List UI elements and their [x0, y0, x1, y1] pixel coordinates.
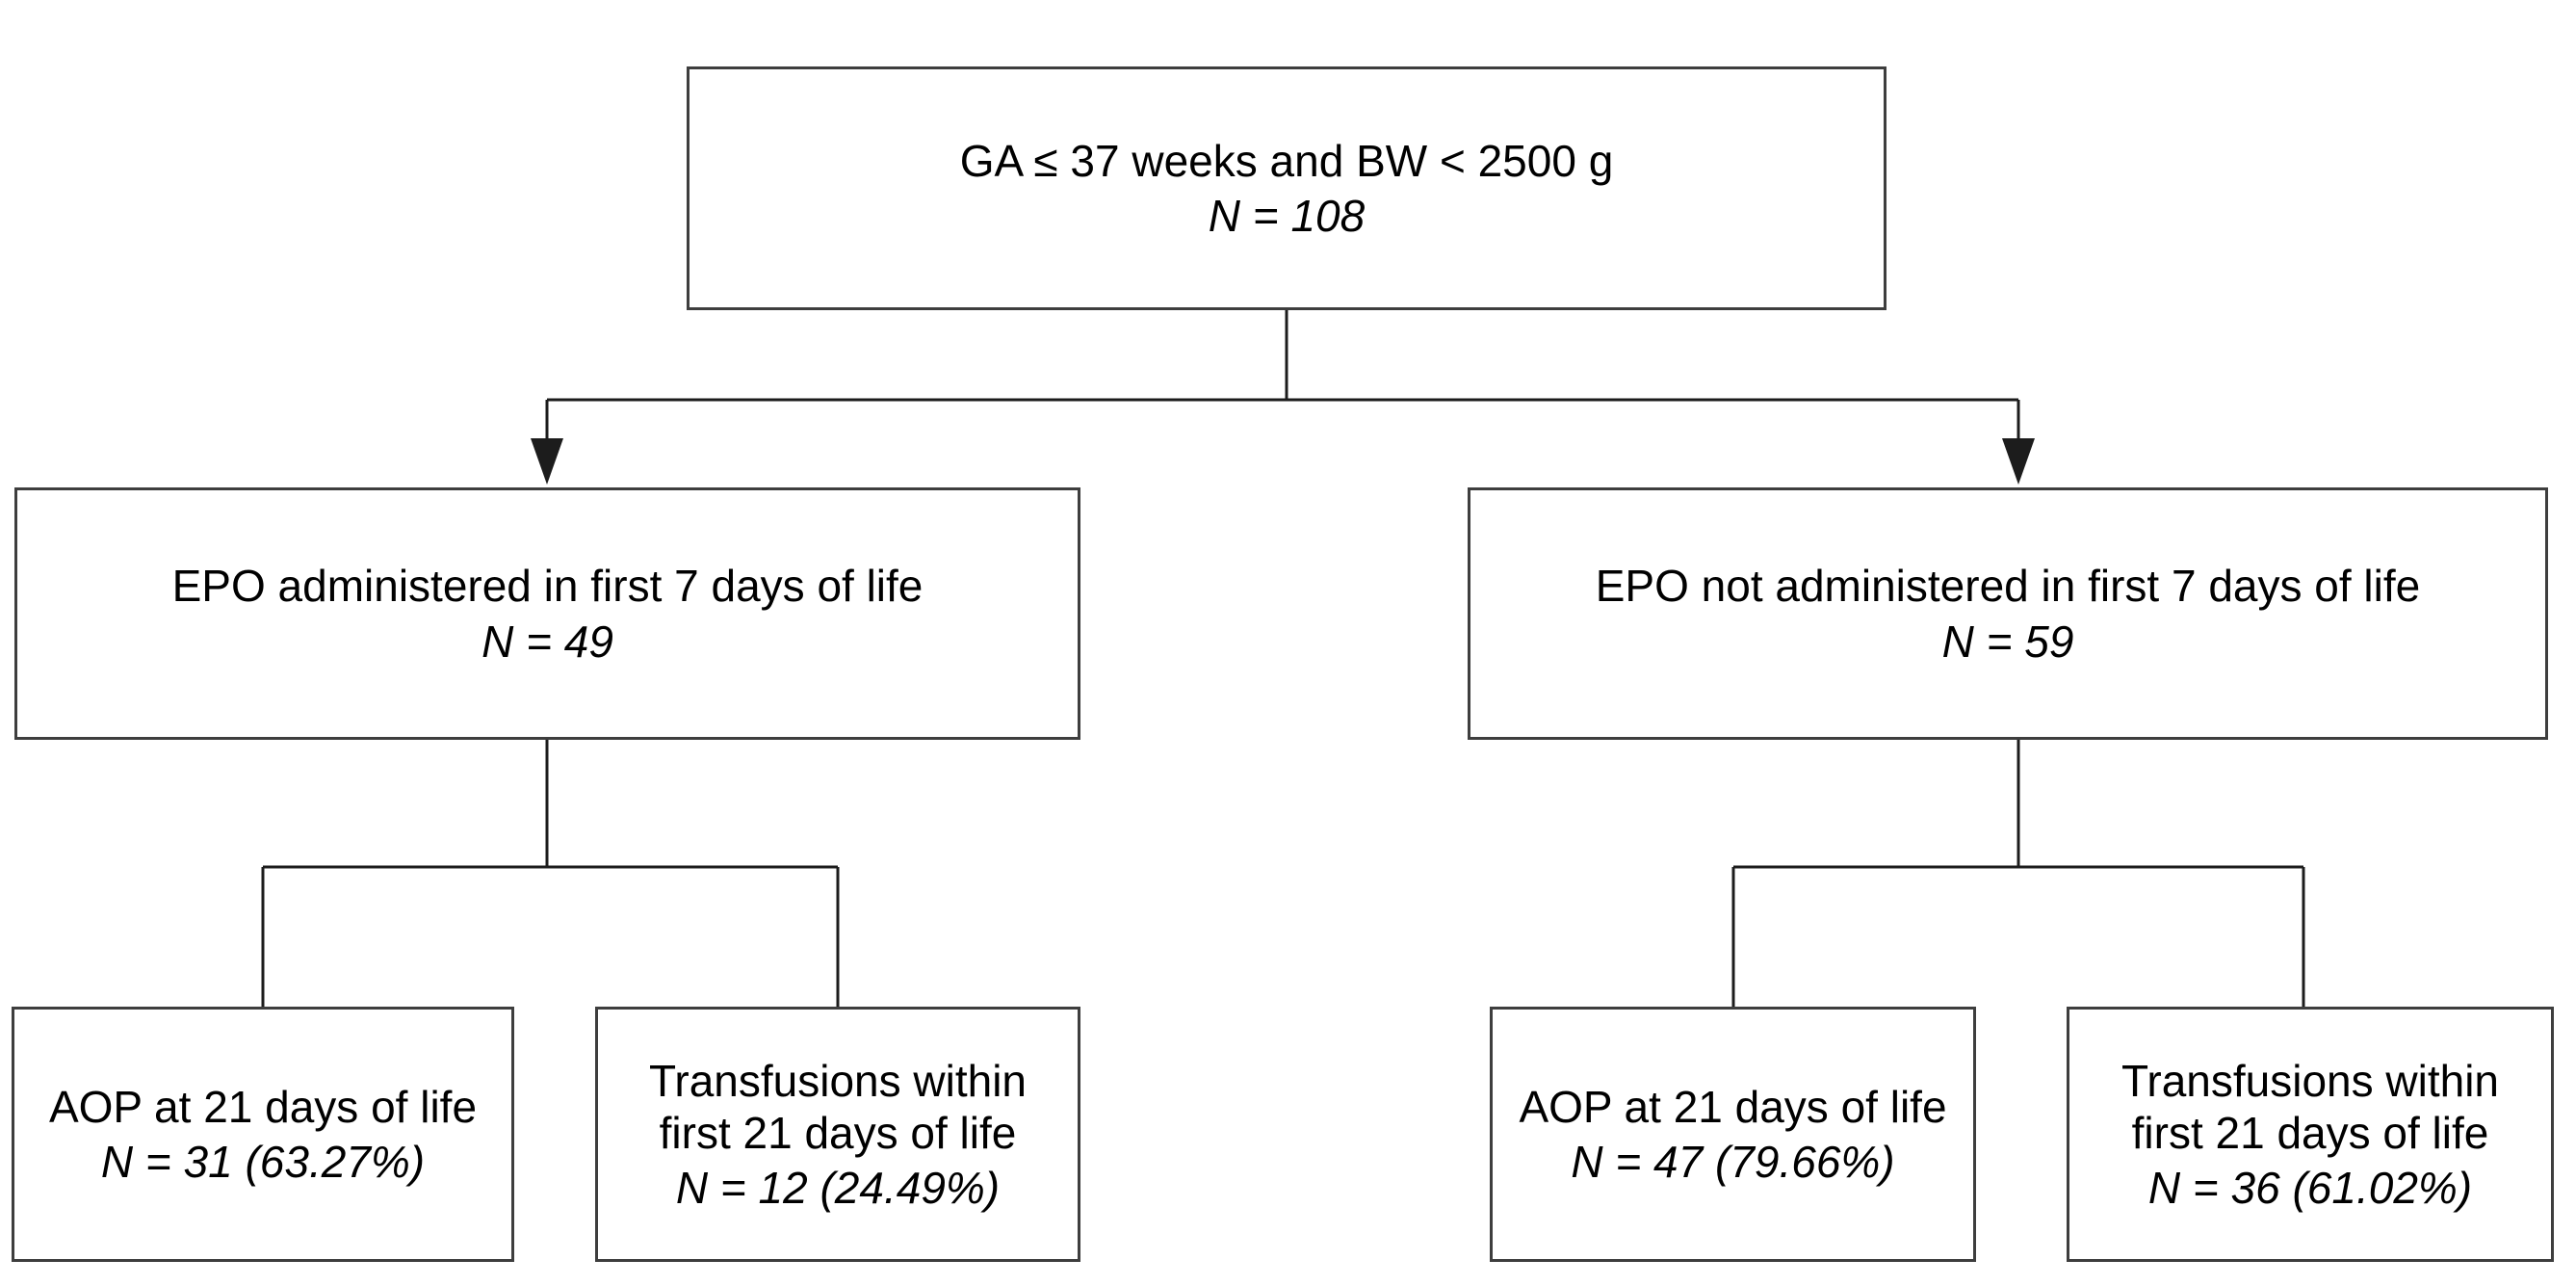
node-epo-transfusions: Transfusions within first 21 days of lif…: [595, 1007, 1080, 1262]
node-epo-transfusions-label: Transfusions within first 21 days of lif…: [648, 1055, 1027, 1158]
node-epo-administered-n: N = 49: [481, 616, 613, 667]
node-no-epo-transfusions: Transfusions within first 21 days of lif…: [2067, 1007, 2554, 1262]
arrowhead-no-epo-icon: [2002, 438, 2035, 485]
node-no-epo-aop-label: AOP at 21 days of life: [1519, 1081, 1947, 1132]
node-root: GA ≤ 37 weeks and BW < 2500 g N = 108: [687, 66, 1886, 310]
node-epo-transfusions-n: N = 12 (24.49%): [675, 1163, 1001, 1214]
node-root-label: GA ≤ 37 weeks and BW < 2500 g: [959, 135, 1614, 186]
node-epo-not-administered: EPO not administered in first 7 days of …: [1468, 487, 2548, 740]
node-no-epo-aop-n: N = 47 (79.66%): [1571, 1137, 1895, 1187]
node-epo-aop: AOP at 21 days of life N = 31 (63.27%): [12, 1007, 514, 1262]
node-root-n: N = 108: [1208, 191, 1366, 241]
node-no-epo-transfusions-n: N = 36 (61.02%): [2147, 1163, 2473, 1214]
node-epo-administered: EPO administered in first 7 days of life…: [14, 487, 1080, 740]
node-no-epo-aop: AOP at 21 days of life N = 47 (79.66%): [1490, 1007, 1976, 1262]
node-epo-not-administered-n: N = 59: [1941, 616, 2074, 667]
node-epo-administered-label: EPO administered in first 7 days of life: [171, 561, 924, 612]
node-epo-aop-label: AOP at 21 days of life: [48, 1081, 478, 1132]
arrowhead-epo-icon: [531, 438, 563, 485]
node-no-epo-transfusions-label: Transfusions within first 21 days of lif…: [2121, 1055, 2499, 1158]
node-epo-not-administered-label: EPO not administered in first 7 days of …: [1595, 561, 2421, 612]
node-epo-aop-n: N = 31 (63.27%): [100, 1137, 426, 1187]
